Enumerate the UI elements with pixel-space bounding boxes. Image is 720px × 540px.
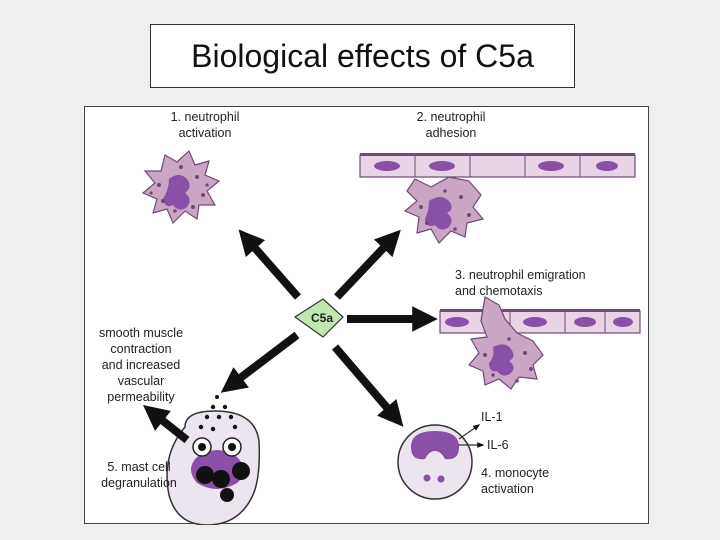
- label-line: 1. neutrophil: [170, 110, 240, 124]
- label-line: and increased: [101, 358, 181, 372]
- endothelium-adhesion-icon: [359, 153, 636, 244]
- label-mast-cell-degranulation: 5. mast cell degranulation: [93, 459, 185, 491]
- label-line: vascular: [117, 374, 165, 388]
- label-line: adhesion: [425, 126, 477, 140]
- label-monocyte-activation: 4. monocyte activation: [481, 465, 549, 497]
- label-neutrophil-emigration: 3. neutrophil emigration and chemotaxis: [455, 267, 586, 299]
- label-neutrophil-adhesion: 2. neutrophil adhesion: [401, 109, 501, 141]
- arrow-to-mast-cell: [220, 331, 300, 393]
- c5a-center-badge: [293, 298, 344, 338]
- label-line: 5. mast cell: [107, 460, 171, 474]
- label-il1: IL-1: [481, 410, 503, 424]
- arrow-to-monocyte: [331, 344, 404, 427]
- activated-neutrophil-icon: [141, 149, 221, 225]
- effect-arrows: [142, 229, 438, 444]
- endothelium-emigration-icon: [439, 296, 641, 390]
- label-line: 3. neutrophil emigration: [455, 268, 586, 282]
- slide-title: Biological effects of C5a: [150, 24, 575, 88]
- c5a-center-label: C5a: [310, 311, 333, 325]
- label-line: degranulation: [101, 476, 177, 490]
- label-line: smooth muscle: [98, 326, 184, 340]
- label-il6: IL-6: [487, 438, 509, 452]
- mast-cell-icon: [166, 395, 261, 525]
- c5a-effects-figure: C5a 1. neutrophil activation 2. neutroph…: [84, 106, 649, 525]
- label-line: 4. monocyte: [481, 466, 550, 480]
- label-smooth-muscle: smooth muscle contraction and increased …: [87, 325, 195, 405]
- label-neutrophil-activation: 1. neutrophil activation: [155, 109, 255, 141]
- arrow-to-activation: [238, 229, 302, 300]
- label-line: permeability: [107, 390, 175, 404]
- label-line: and chemotaxis: [455, 284, 543, 298]
- label-line: contraction: [110, 342, 172, 356]
- monocyte-icon: [397, 424, 485, 500]
- label-line: activation: [481, 482, 534, 496]
- arrow-to-adhesion: [334, 229, 401, 300]
- arrow-to-smooth-muscle: [142, 405, 190, 444]
- label-line: 2. neutrophil: [416, 110, 486, 124]
- diagram-canvas: [141, 149, 641, 525]
- label-line: activation: [178, 126, 232, 140]
